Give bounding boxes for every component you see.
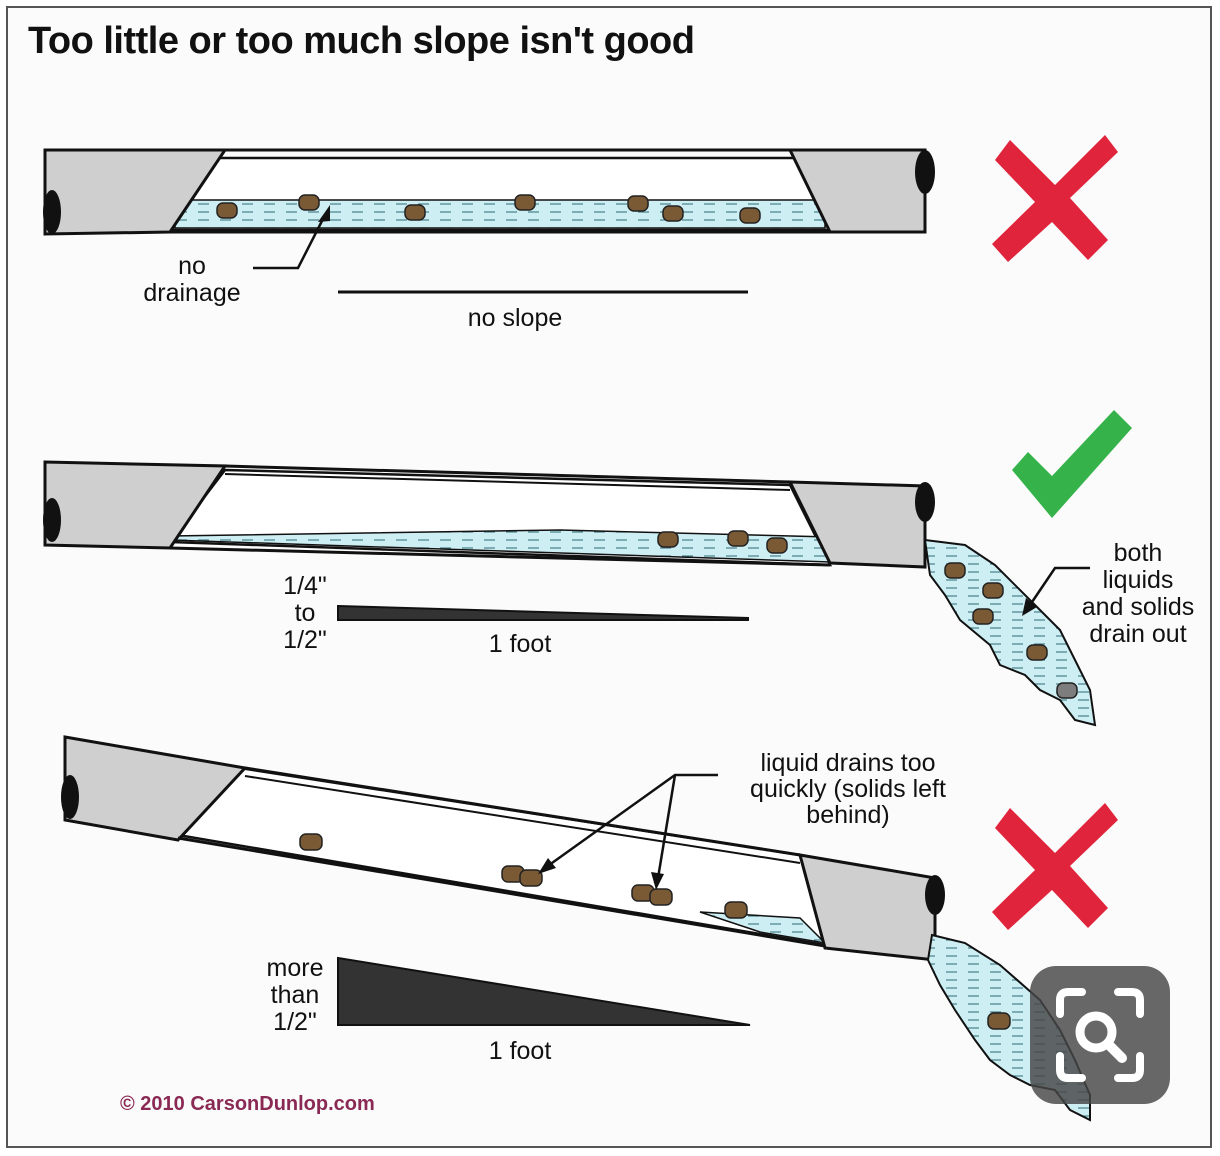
slope-wedge-small [337,604,749,621]
water-pool [174,199,826,229]
solid-particle [727,530,749,547]
solid-particle [766,537,788,554]
solid-particle [1026,644,1048,661]
copyright-notice: © 2010 CarsonDunlop.com [120,1093,375,1115]
x-mark-icon [992,135,1118,262]
solid-particle [1056,682,1078,699]
label-no-drainage: no drainage [143,252,241,307]
solid-particle [298,194,320,211]
solid-particle [944,562,966,579]
solid-particle [657,531,679,548]
label-drains-too-quickly: liquid drains too quickly (solids left b… [750,749,946,829]
callout-pointers [538,773,718,890]
solids-panel3 [299,833,1011,1030]
solid-particle [627,195,649,212]
visual-search-icon [1056,988,1144,1082]
solid-particle [982,582,1004,599]
solid-particle [724,901,748,919]
slope-wedge-large [337,956,751,1026]
solid-particle [739,207,761,224]
check-mark-icon [1012,410,1132,518]
label-run-large: 1 foot [488,1037,552,1065]
solid-particle [216,202,238,219]
pipe-correct-slope [43,460,1097,727]
no-drainage-pointer [253,205,330,270]
visual-search-button[interactable] [1030,966,1170,1104]
pipe-no-slope [43,148,935,236]
solids-panel2 [657,530,1078,699]
solids-panel1 [216,194,761,224]
drain-out-pointer [1022,566,1090,616]
solid-particle [662,205,684,222]
solid-particle [404,204,426,221]
outflow-stream [923,538,1097,727]
solid-particle [299,833,323,851]
label-run-small: 1 foot [488,630,552,658]
label-no-slope: no slope [467,304,563,332]
solid-particle [987,1012,1011,1030]
solid-particle [514,194,536,211]
label-drain-out: both liquids and solids drain out [1081,539,1195,648]
label-rise-large: more than 1/2" [266,954,324,1036]
label-rise-small: 1/4" to 1/2" [283,572,327,654]
solid-particle [519,869,543,887]
x-mark-icon [992,803,1118,930]
solid-particle [649,888,673,906]
solid-particle [972,608,994,625]
page-title: Too little or too much slope isn't good [28,20,695,62]
